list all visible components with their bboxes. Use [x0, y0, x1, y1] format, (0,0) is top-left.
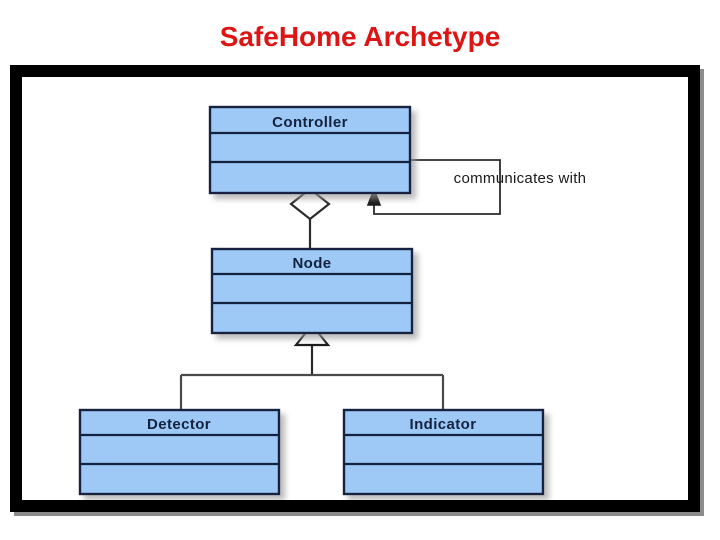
self-association-path	[373, 159, 501, 215]
class-box-controller[interactable]: Controller	[208, 105, 412, 195]
association-label-communicates-with: communicates with	[454, 170, 587, 187]
relationship-generalization-node	[179, 323, 445, 410]
class-name-indicator: Indicator	[410, 416, 477, 433]
class-box-controller-body	[208, 105, 412, 195]
class-name-node: Node	[292, 255, 331, 272]
class-box-indicator-body	[342, 408, 545, 496]
relationship-aggregation-controller-node	[289, 187, 331, 249]
relationship-self-association-controller	[366, 159, 501, 215]
aggregation-diamond	[289, 187, 331, 221]
class-box-detector-body	[78, 408, 281, 496]
class-name-controller: Controller	[272, 114, 348, 131]
diagram-canvas: Controller Node	[22, 77, 688, 500]
self-association-arrowhead	[366, 186, 382, 206]
generalization-triangle	[293, 323, 331, 347]
class-box-detector[interactable]: Detector	[78, 408, 281, 496]
class-name-detector: Detector	[147, 416, 211, 433]
class-box-node[interactable]: Node	[210, 247, 414, 335]
class-box-indicator[interactable]: Indicator	[342, 408, 545, 496]
diagram-frame: Controller Node	[10, 65, 700, 512]
class-box-node-body	[210, 247, 414, 335]
page-title: SafeHome Archetype	[219, 21, 501, 52]
uml-class-diagram: Controller Node	[78, 105, 587, 496]
